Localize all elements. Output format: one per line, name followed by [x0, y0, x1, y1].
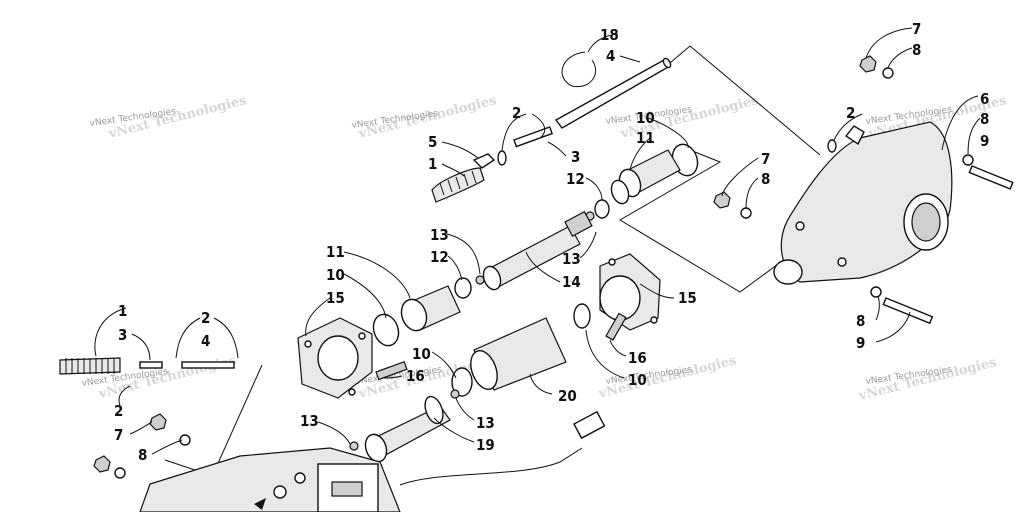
callout-4: 4	[606, 47, 615, 65]
clamp-10-right	[573, 303, 591, 329]
nut-7-left-b	[93, 455, 111, 473]
callout-8: 8	[761, 170, 770, 188]
rear-gear-case	[773, 121, 953, 285]
boot-lip	[400, 298, 428, 332]
callout-6: 6	[980, 90, 989, 108]
ring-12	[594, 199, 610, 219]
callout-10: 10	[628, 371, 647, 389]
callout-2: 2	[512, 104, 521, 122]
bolt-9	[968, 165, 1014, 190]
callout-2: 2	[114, 402, 123, 420]
hardware-right	[713, 55, 1014, 325]
shaft-19-end	[364, 433, 388, 463]
sleeve-20-end	[470, 350, 498, 390]
guide-line	[669, 45, 821, 156]
callout-8: 8	[856, 312, 865, 330]
washer-8b	[962, 154, 974, 166]
guide-line	[214, 364, 263, 471]
callout-16: 16	[406, 367, 425, 385]
callout-3: 3	[118, 326, 127, 344]
clamp-10-left	[372, 313, 400, 347]
bolt-16-left	[375, 360, 408, 381]
flange-15-left	[297, 317, 373, 399]
callout-3: 3	[571, 148, 580, 166]
callout-11: 11	[636, 129, 655, 147]
front-differential	[139, 410, 606, 512]
callout-18: 18	[600, 26, 619, 44]
clamp-10-mid	[451, 367, 473, 397]
callout-1: 1	[118, 302, 127, 320]
nut-7	[859, 55, 877, 73]
callout-8: 8	[980, 110, 989, 128]
rod-4-left	[181, 361, 235, 369]
callout-19: 19	[476, 436, 495, 454]
washer-8c	[740, 207, 752, 219]
callout-14: 14	[562, 273, 581, 291]
clip-2	[497, 150, 507, 166]
nut-7-left	[149, 413, 167, 431]
nut-7b	[713, 191, 731, 209]
callout-numbers: 18 4 7 8 2 10 11 5 1 3 12 6 8 9 2 7 8 13…	[114, 20, 989, 464]
bolt-9b	[882, 297, 934, 325]
pin-3	[513, 126, 553, 148]
callout-8: 8	[912, 41, 921, 59]
callout-9: 9	[980, 132, 989, 150]
callout-8: 8	[138, 446, 147, 464]
callout-7: 7	[114, 426, 123, 444]
callout-4: 4	[201, 332, 210, 350]
callout-15: 15	[326, 289, 345, 307]
shaft-19-spline	[424, 395, 444, 425]
guide-line	[619, 149, 801, 293]
washer-8-left-b	[114, 467, 126, 479]
left-boot-kit	[59, 357, 235, 479]
ball-13b	[475, 275, 485, 285]
clip-2-right	[827, 139, 837, 153]
washer-8	[882, 67, 894, 79]
flange-15-right	[599, 253, 661, 331]
callout-13: 13	[476, 414, 495, 432]
callout-7: 7	[761, 150, 770, 168]
callout-5: 5	[428, 133, 437, 151]
washer-8d	[870, 286, 882, 298]
callout-20: 20	[558, 387, 577, 405]
callout-15: 15	[678, 289, 697, 307]
ball-13d	[349, 441, 359, 451]
callout-10: 10	[636, 109, 655, 127]
callout-13: 13	[430, 226, 449, 244]
boot-1	[431, 167, 485, 203]
clamp-5	[472, 153, 496, 169]
retaining-ring-18	[561, 51, 597, 88]
callout-9: 9	[856, 334, 865, 352]
callout-1: 1	[428, 155, 437, 173]
callout-12: 12	[430, 248, 449, 266]
callout-13: 13	[300, 412, 319, 430]
clamp-10b	[610, 179, 630, 205]
leader-lines	[94, 27, 981, 455]
ring-12b	[454, 277, 472, 299]
callout-16: 16	[628, 349, 647, 367]
callout-12: 12	[566, 170, 585, 188]
callout-10: 10	[412, 345, 431, 363]
rod-end	[662, 57, 672, 69]
callout-13: 13	[562, 250, 581, 268]
upper-drive-group	[431, 51, 699, 299]
callout-10: 10	[326, 266, 345, 284]
callout-7: 7	[912, 20, 921, 38]
pin-3-left	[139, 361, 163, 369]
spline-end	[564, 210, 593, 237]
washer-8-left	[179, 434, 191, 446]
bolt-16-right	[605, 312, 627, 341]
callout-11: 11	[326, 243, 345, 261]
ball-13c	[450, 389, 460, 399]
callout-2: 2	[846, 104, 855, 122]
callout-2: 2	[201, 309, 210, 327]
middle-drive-group	[297, 253, 661, 463]
